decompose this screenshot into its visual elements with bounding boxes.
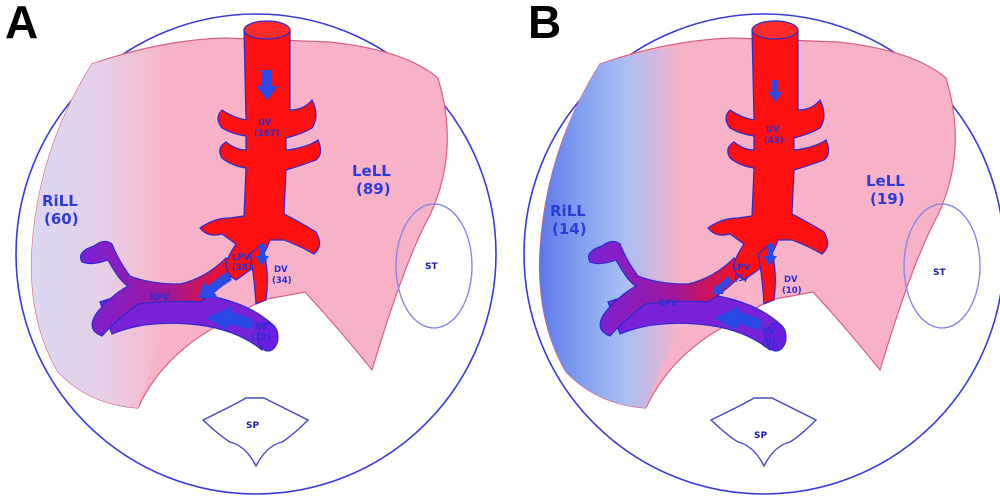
- lell-label-b: LeLL: [866, 172, 905, 190]
- spine-a: [201, 397, 310, 468]
- uv-flow-arrow-b: [768, 80, 782, 102]
- panel-letter-b: B: [528, 0, 561, 48]
- right-portal-vein-b: [587, 240, 747, 337]
- lpv-value-b: (5): [734, 274, 748, 284]
- pv-value-b: (7): [762, 339, 776, 349]
- rill-label-a: RiLL: [42, 192, 78, 210]
- lell-label-a: LeLL: [352, 162, 391, 180]
- sp-label-a: SP: [246, 421, 259, 431]
- uv-value-b: (43): [764, 136, 784, 146]
- pv-flow-arrow-b: [714, 306, 762, 330]
- pv-value-a: (72): [251, 333, 271, 343]
- dv-value-a: (34): [272, 276, 292, 286]
- dv-value-b: (10): [782, 286, 802, 296]
- pv-label-b: PV: [762, 327, 775, 337]
- pv-flow-arrow-a: [206, 306, 254, 330]
- dv-flow-arrow-b: [763, 244, 777, 266]
- rill-value-a: (60): [44, 210, 79, 228]
- right-portal-vein-a: [79, 240, 239, 337]
- lpv-label-b: LPV: [732, 263, 751, 273]
- pv-label-a: PV: [255, 322, 268, 332]
- panel-letter-a: A: [5, 0, 38, 48]
- lpv-flow-arrow-a: [198, 272, 232, 298]
- panel-b: B RiLL (14) LeLL (19) UV (43) LPV (5) DV…: [523, 0, 1000, 495]
- rill-label-b: RiLL: [550, 202, 586, 220]
- panel-a: A RiLL (60) LeLL (89) UV (167) LPV (38) …: [5, 0, 497, 495]
- lpv-flow-arrow-b: [712, 276, 732, 294]
- umbilical-vein-a: [199, 29, 322, 281]
- rill-value-b: (14): [552, 220, 587, 238]
- dv-flow-arrow-a: [255, 244, 269, 266]
- st-label-b: ST: [933, 268, 946, 278]
- lell-value-a: (89): [356, 180, 391, 198]
- umbilical-vein-b: [707, 29, 830, 281]
- uv-value-a: (167): [254, 129, 280, 139]
- uv-label-a: UV: [258, 118, 272, 128]
- dv-label-a: DV: [274, 265, 288, 275]
- lpv-label-a: LPV: [232, 253, 251, 263]
- uv-label-b: UV: [766, 125, 780, 135]
- stomach-a: [395, 203, 473, 329]
- lell-value-b: (19): [870, 190, 905, 208]
- uv-flow-arrow-a: [256, 70, 278, 100]
- rpv-label-a: RPV: [150, 293, 170, 303]
- stomach-b: [903, 203, 981, 329]
- dv-label-b: DV: [784, 275, 798, 285]
- lpv-value-a: (38): [232, 263, 252, 273]
- rpv-label-b: RPV: [658, 299, 678, 309]
- spine-b: [709, 397, 818, 468]
- sp-label-b: SP: [754, 431, 767, 441]
- st-label-a: ST: [425, 262, 438, 272]
